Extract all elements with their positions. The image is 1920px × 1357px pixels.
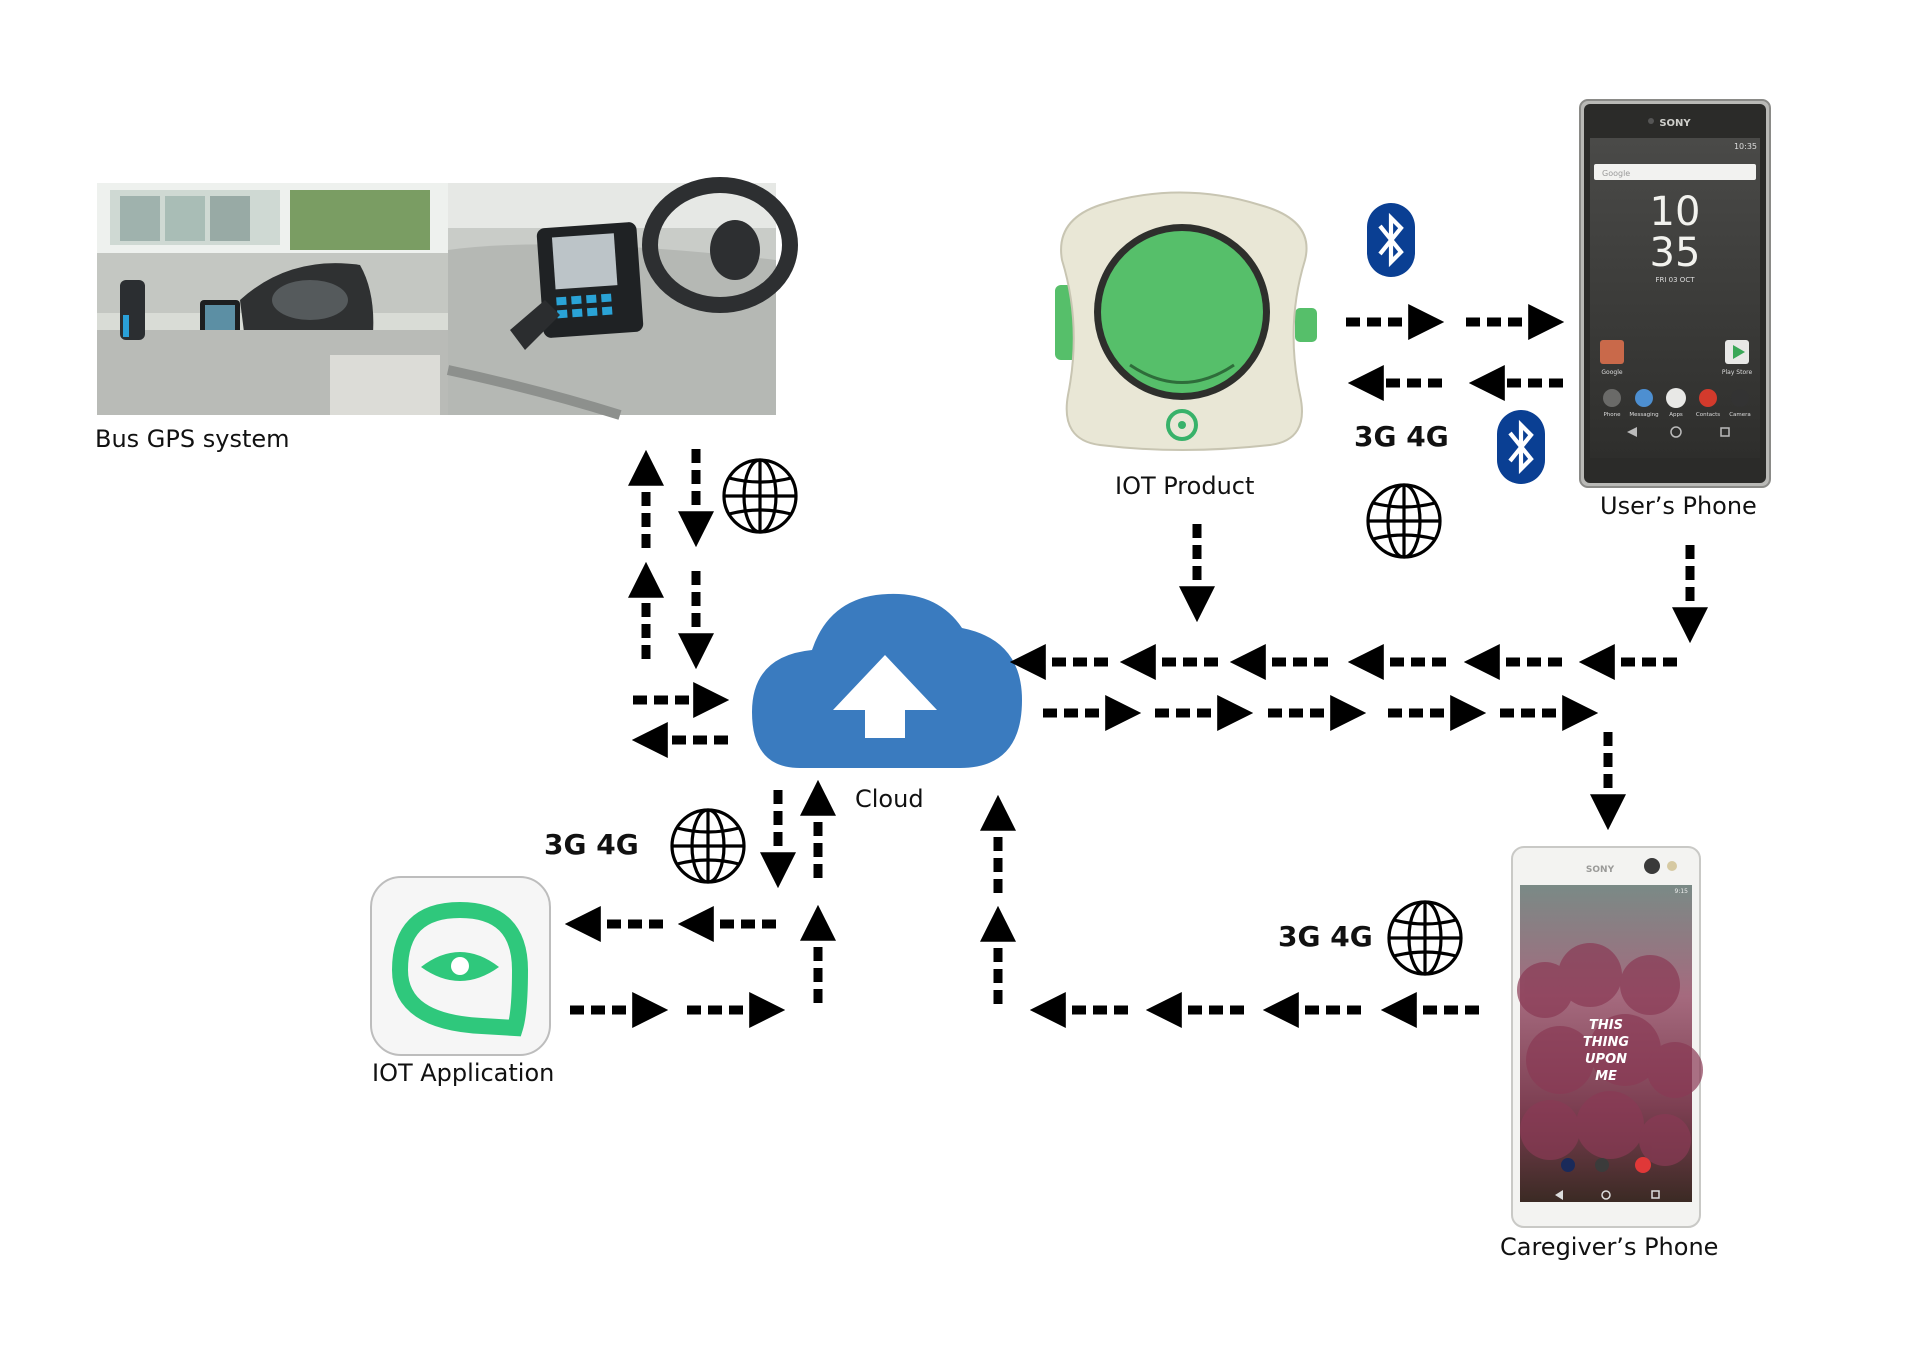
wallpaper-text-line: ME	[1595, 1069, 1617, 1084]
users-phone-device: SONY 10:35 Google 10 35 FRI 03 OCT Googl…	[1579, 99, 1771, 488]
network-label: 3G 4G	[1354, 420, 1449, 453]
cloud-upload-icon	[752, 593, 1022, 768]
target-app-icon[interactable]	[1635, 1157, 1651, 1173]
globe-icon	[722, 458, 798, 534]
globe-icon	[1366, 483, 1442, 559]
bluetooth-icon	[1497, 410, 1545, 484]
dock-label: Messaging	[1629, 412, 1658, 418]
caregivers-phone-brand: SONY	[1586, 865, 1615, 875]
dock-label: Contacts	[1696, 412, 1720, 418]
caregivers-phone-device: SONY 9:15 THIS THING UPON ME	[1511, 846, 1703, 1228]
network-label: 3G 4G	[544, 828, 639, 861]
data-flow-arrows	[564, 304, 1708, 1028]
dock-label: Phone	[1603, 412, 1621, 418]
users-phone-brand: SONY	[1659, 118, 1691, 129]
bluetooth-icon	[1367, 203, 1415, 277]
iot-application-icon	[370, 876, 551, 1056]
google-app-icon[interactable]	[1600, 340, 1624, 364]
dock-label: Apps	[1669, 412, 1683, 418]
users-phone-minute: 35	[1650, 230, 1701, 276]
wallpaper-text-line: UPON	[1585, 1052, 1627, 1067]
iot-application-label: IOT Application	[372, 1059, 555, 1087]
bus-gps-label: Bus GPS system	[95, 425, 290, 453]
users-phone-search[interactable]: Google	[1602, 169, 1630, 178]
globe-icon	[670, 808, 746, 884]
network-label: 3G 4G	[1278, 920, 1373, 953]
wallpaper-text-line: THING	[1583, 1035, 1629, 1050]
users-phone-date: FRI 03 OCT	[1656, 276, 1696, 284]
moon-app-icon[interactable]	[1561, 1158, 1575, 1172]
users-phone-app-playstore: Play Store	[1722, 369, 1753, 376]
cloud-label: Cloud	[855, 785, 924, 813]
globe-icon	[1387, 900, 1463, 976]
dock-label: Camera	[1729, 412, 1751, 418]
bus-gps-photo	[97, 177, 798, 420]
caregivers-phone-label: Caregiver’s Phone	[1500, 1233, 1719, 1261]
users-phone-status-time: 10:35	[1734, 142, 1757, 151]
users-phone-app-google: Google	[1601, 369, 1622, 376]
users-phone-dock: Phone Messaging Apps Contacts Camera	[1603, 388, 1751, 418]
users-phone-label: User’s Phone	[1600, 492, 1757, 520]
users-phone-hour: 10	[1650, 189, 1701, 235]
caregivers-phone-status-time: 9:15	[1675, 888, 1689, 895]
wallpaper-text-line: THIS	[1589, 1018, 1623, 1033]
layers-app-icon[interactable]	[1595, 1158, 1609, 1172]
iot-product-device	[1055, 191, 1317, 451]
iot-product-label: IOT Product	[1115, 472, 1255, 500]
